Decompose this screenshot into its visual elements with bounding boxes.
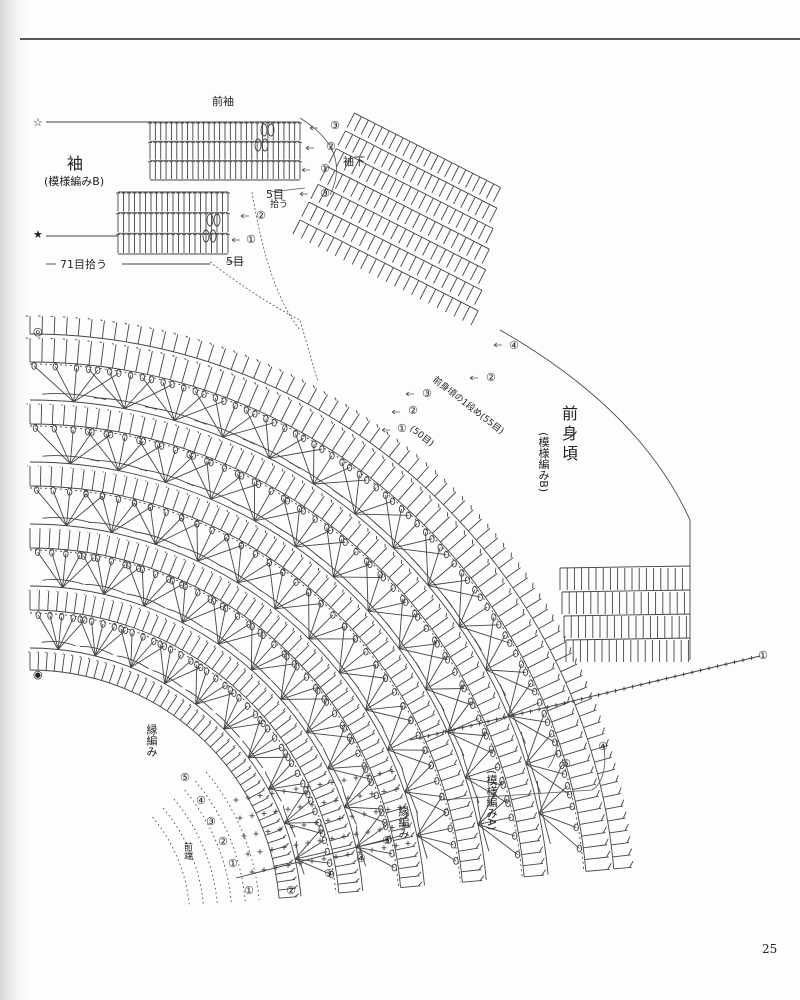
edge-row-2: ② <box>218 835 228 848</box>
sleeve-label: 袖 <box>67 154 84 173</box>
lower-body-rows <box>409 520 761 741</box>
edge-bottom-5: ⑤ <box>382 834 392 847</box>
body-row-4: ④ <box>509 339 519 352</box>
edge-border <box>152 768 411 907</box>
guide-lines <box>209 117 606 801</box>
front-sleeve-label: 前袖 <box>212 95 234 108</box>
pick-71-label: 71目拾う <box>60 258 107 271</box>
bottom-row-5: ⑤ <box>561 757 571 770</box>
edge-pattern-label-2: 縁編み <box>397 806 410 839</box>
edge-row-1: ① <box>228 857 238 870</box>
page-number: 25 <box>762 942 778 956</box>
pattern-a-label: (模様編みA) <box>485 770 498 831</box>
top-rule <box>20 38 800 40</box>
edge-bottom-3: ③ <box>324 867 334 880</box>
sleeve-row-1: ① <box>320 162 330 175</box>
sleeve-lower-row-2: ② <box>256 209 266 222</box>
body-row-2: ② <box>486 371 496 384</box>
edge-pattern-label: 縁編み <box>145 724 158 757</box>
bullet-marker: ◉ <box>33 668 43 681</box>
body-row-2b: ② <box>408 404 418 417</box>
circle-marker: ◎ <box>33 325 43 338</box>
body-row-3: ③ <box>422 387 432 400</box>
sleeve-chart <box>46 121 302 265</box>
five-stitch-label: 5目 <box>226 255 244 268</box>
front-edge-label: 前端 <box>182 842 192 860</box>
edge-bottom-4: ④ <box>356 852 366 865</box>
underarm-label: 袖下 <box>343 155 365 168</box>
bottom-row-4: ④ <box>598 740 608 753</box>
page-gutter-shadow <box>0 0 28 1000</box>
sleeve-lower-row-1: ① <box>246 233 256 246</box>
bottom-row-1: ① <box>758 649 768 662</box>
sleeve-pattern-label: (模様編みB) <box>44 175 105 188</box>
sleeve-row-3: ③ <box>330 119 340 132</box>
body-row-1: ① <box>397 422 407 435</box>
pick-5-label: 5目 <box>266 188 284 201</box>
pick-5-suffix-label: 拾う <box>270 200 289 210</box>
star-filled-marker: ★ <box>33 228 43 241</box>
edge-row-4: ④ <box>196 794 206 807</box>
edge-bottom-2: ② <box>286 884 296 897</box>
edge-bottom-1: ① <box>244 884 254 897</box>
body-fan-rows <box>25 315 634 899</box>
front-body-band <box>292 112 691 521</box>
edge-row-3: ③ <box>206 815 216 828</box>
edge-row-5: ⑤ <box>180 771 190 784</box>
star-open-marker: ☆ <box>33 116 43 129</box>
front-body-label: 前身頃 <box>559 405 578 465</box>
sleeve-row-2: ② <box>326 140 336 153</box>
sleeve-lower-row-3: ③ <box>320 187 330 200</box>
front-body-pattern-label: (模様編みB) <box>537 432 550 493</box>
